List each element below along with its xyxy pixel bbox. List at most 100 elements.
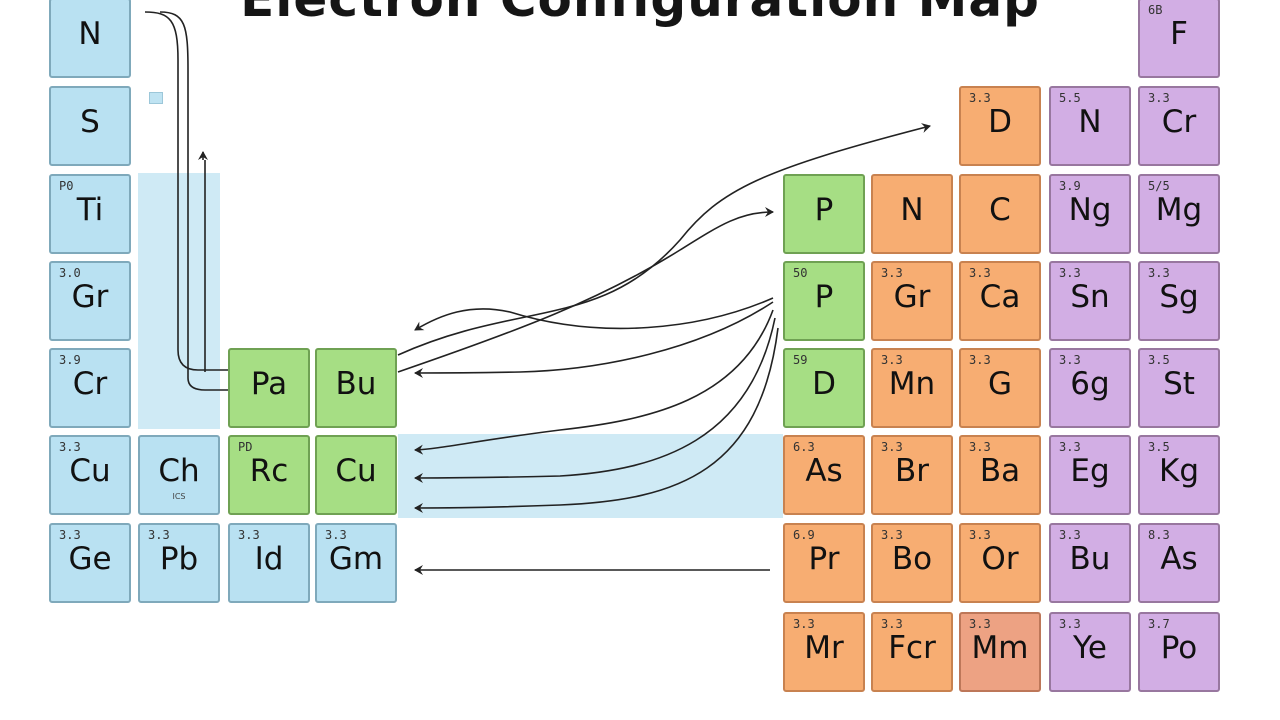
element-symbol: C xyxy=(989,192,1011,228)
element-symbol: Gr xyxy=(893,279,931,315)
element-cell-pa: Pa xyxy=(228,348,310,428)
element-symbol: Ng xyxy=(1068,192,1112,228)
element-cell-n: N xyxy=(871,174,953,254)
element-symbol: Ge xyxy=(68,541,112,577)
element-symbol: Gr xyxy=(71,279,109,315)
element-symbol: Cu xyxy=(69,453,111,489)
element-symbol: Mg xyxy=(1155,192,1203,228)
element-number: 8.3 xyxy=(1148,528,1170,542)
element-cell-s: S xyxy=(49,86,131,166)
element-cell-cu: Cu xyxy=(315,435,397,515)
element-number: 3.3 xyxy=(1148,91,1170,105)
element-symbol: Or xyxy=(981,541,1019,577)
element-cell-n: N xyxy=(49,0,131,78)
highlight-band-vertical xyxy=(138,173,220,429)
element-number: 3.3 xyxy=(969,266,991,280)
element-symbol: Bo xyxy=(891,541,933,577)
element-symbol: Kg xyxy=(1158,453,1199,489)
element-number: 6.3 xyxy=(793,440,815,454)
element-symbol: G xyxy=(987,366,1013,402)
element-number: P0 xyxy=(59,179,74,193)
connector-7 xyxy=(414,301,774,378)
element-symbol: Mn xyxy=(888,366,936,402)
element-symbol: Sg xyxy=(1159,279,1199,315)
element-number: 3.3 xyxy=(881,617,903,631)
element-symbol: Rc xyxy=(249,453,289,489)
element-number: 59 xyxy=(793,353,808,367)
element-symbol: D xyxy=(812,366,836,402)
element-symbol: As xyxy=(805,453,843,489)
element-number: 3.3 xyxy=(881,266,903,280)
element-symbol: St xyxy=(1163,366,1195,402)
element-symbol: 6g xyxy=(1070,366,1110,402)
element-number: 3.3 xyxy=(1148,266,1170,280)
diagram-title: Electron Configuration Map xyxy=(0,0,1280,28)
element-symbol: Bu xyxy=(335,366,377,402)
element-symbol: Mm xyxy=(971,630,1029,666)
element-number: 3.3 xyxy=(969,617,991,631)
element-number: 3.3 xyxy=(1059,440,1081,454)
element-number: 3.9 xyxy=(1059,179,1081,193)
element-symbol: Fcr xyxy=(888,630,936,666)
element-number: 3.3 xyxy=(969,528,991,542)
element-number: 3.3 xyxy=(881,440,903,454)
element-symbol: N xyxy=(1078,104,1102,140)
element-symbol: Ba xyxy=(979,453,1021,489)
element-symbol: F xyxy=(1170,16,1188,52)
element-symbol: S xyxy=(80,104,100,140)
element-number: 3.5 xyxy=(1148,440,1170,454)
element-number: 3.3 xyxy=(1059,528,1081,542)
element-symbol: Cr xyxy=(1161,104,1197,140)
element-symbol: Mr xyxy=(804,630,844,666)
element-symbol: Ca xyxy=(979,279,1021,315)
element-number: 3.5 xyxy=(1148,353,1170,367)
connector-6 xyxy=(414,297,774,331)
element-symbol: As xyxy=(1160,541,1198,577)
element-number: 3.3 xyxy=(793,617,815,631)
element-symbol: N xyxy=(78,16,102,52)
element-number: PD xyxy=(238,440,253,454)
element-number: 3.3 xyxy=(969,91,991,105)
element-number: 5/5 xyxy=(1148,179,1170,193)
element-number: 3.3 xyxy=(238,528,260,542)
element-caption: ICS xyxy=(172,492,186,501)
element-symbol: Cr xyxy=(72,366,108,402)
element-symbol: Id xyxy=(254,541,284,577)
element-symbol: Pr xyxy=(808,541,840,577)
element-symbol: Eg xyxy=(1070,453,1110,489)
element-number: 3.3 xyxy=(1059,353,1081,367)
element-symbol: P xyxy=(814,192,834,228)
element-symbol: Pb xyxy=(159,541,199,577)
element-symbol: Bu xyxy=(1069,541,1111,577)
